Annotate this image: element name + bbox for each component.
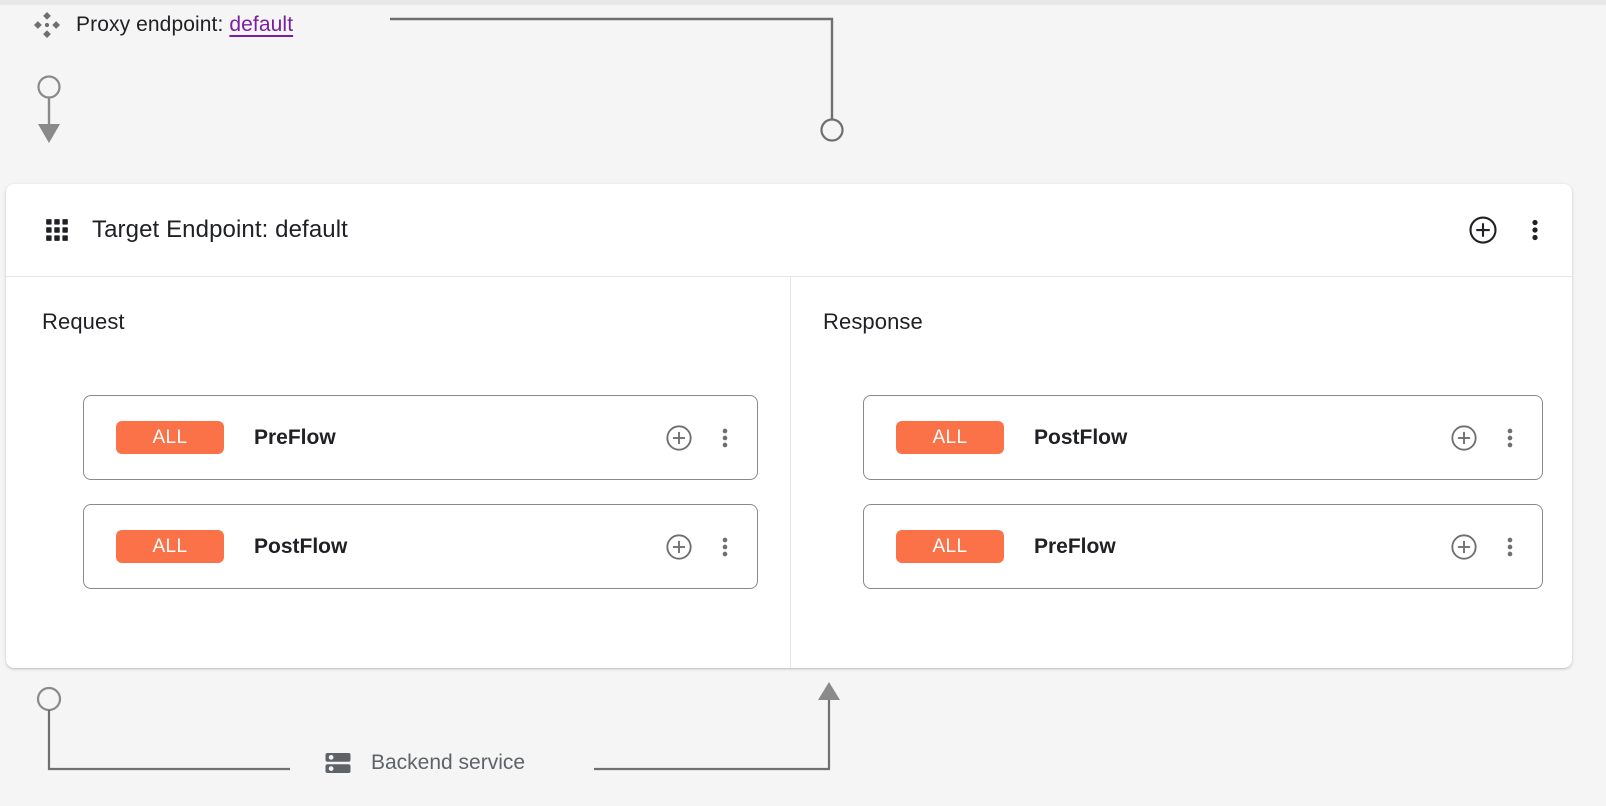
- flow-badge: ALL: [116, 530, 224, 563]
- flow-add-button[interactable]: [665, 424, 693, 452]
- request-column: Request ALL PreFlow: [6, 277, 791, 668]
- panel-add-button[interactable]: [1468, 215, 1498, 245]
- target-outbound-circle: [36, 686, 62, 712]
- panel-header-actions: [1468, 215, 1546, 245]
- panel-title: Target Endpoint: default: [92, 216, 348, 243]
- flow-more-options-button[interactable]: [1500, 424, 1520, 452]
- flow-columns: Request ALL PreFlow: [6, 277, 1572, 668]
- flow-badge: ALL: [896, 421, 1004, 454]
- proxy-inbound-circle: [37, 75, 61, 99]
- proxy-endpoint-text: Proxy endpoint:: [76, 13, 224, 36]
- backend-service-label: Backend service: [371, 751, 526, 774]
- proxy-endpoint-label: Proxy endpoint: default: [76, 13, 293, 37]
- request-flow-list: ALL PreFlow: [83, 395, 758, 589]
- flow-card-actions: [1450, 533, 1520, 561]
- kebab-menu-icon: [1507, 428, 1513, 447]
- kebab-menu-icon: [1532, 219, 1538, 241]
- flow-card-response-preflow[interactable]: ALL PreFlow: [863, 504, 1543, 589]
- flow-add-button[interactable]: [1450, 533, 1478, 561]
- flow-card-response-postflow[interactable]: ALL PostFlow: [863, 395, 1543, 480]
- grid-apps-icon: [46, 219, 68, 241]
- proxy-connector-endpoint-circle: [820, 118, 844, 142]
- flow-label: PostFlow: [1034, 425, 1128, 449]
- plus-circle-icon: [1451, 424, 1477, 451]
- plus-circle-icon: [1469, 216, 1497, 244]
- target-endpoint-panel: Target Endpoint: default: [6, 184, 1572, 668]
- response-flow-list: ALL PostFlow: [863, 395, 1543, 589]
- response-column-title: Response: [823, 309, 923, 334]
- panel-more-options-button[interactable]: [1524, 215, 1546, 245]
- flow-label: PreFlow: [254, 425, 336, 449]
- server-rack-icon: [325, 753, 351, 773]
- plus-circle-icon: [1451, 533, 1477, 560]
- flow-badge: ALL: [116, 421, 224, 454]
- proxy-inbound-arrowhead: [38, 124, 60, 143]
- backend-response-arrowhead: [818, 682, 840, 700]
- flow-add-button[interactable]: [1450, 424, 1478, 452]
- target-endpoint-header: Target Endpoint: default: [6, 184, 1572, 277]
- proxy-to-target-connector: [390, 17, 834, 120]
- proxy-endpoint-header: Proxy endpoint: default: [32, 6, 293, 44]
- kebab-menu-icon: [722, 537, 728, 556]
- flow-card-actions: [1450, 424, 1520, 452]
- backend-request-connector: [47, 710, 290, 771]
- diamond-cluster-icon: [34, 12, 60, 38]
- request-column-title: Request: [42, 309, 125, 334]
- flow-card-actions: [665, 424, 735, 452]
- flow-more-options-button[interactable]: [1500, 533, 1520, 561]
- flow-card-request-preflow[interactable]: ALL PreFlow: [83, 395, 758, 480]
- flow-add-button[interactable]: [665, 533, 693, 561]
- flow-more-options-button[interactable]: [715, 424, 735, 452]
- flow-label: PreFlow: [1034, 534, 1116, 558]
- flow-label: PostFlow: [254, 534, 348, 558]
- proxy-endpoint-link[interactable]: default: [229, 13, 294, 36]
- kebab-menu-icon: [722, 428, 728, 447]
- plus-circle-icon: [666, 533, 692, 560]
- flow-badge: ALL: [896, 530, 1004, 563]
- flow-card-actions: [665, 533, 735, 561]
- plus-circle-icon: [666, 424, 692, 451]
- response-column: Response ALL PostFlow: [791, 277, 1572, 668]
- flow-card-request-postflow[interactable]: ALL PostFlow: [83, 504, 758, 589]
- kebab-menu-icon: [1507, 537, 1513, 556]
- backend-response-connector: [594, 700, 831, 771]
- flow-more-options-button[interactable]: [715, 533, 735, 561]
- backend-service-node[interactable]: Backend service: [313, 748, 536, 778]
- top-edge-strip: [0, 0, 1606, 5]
